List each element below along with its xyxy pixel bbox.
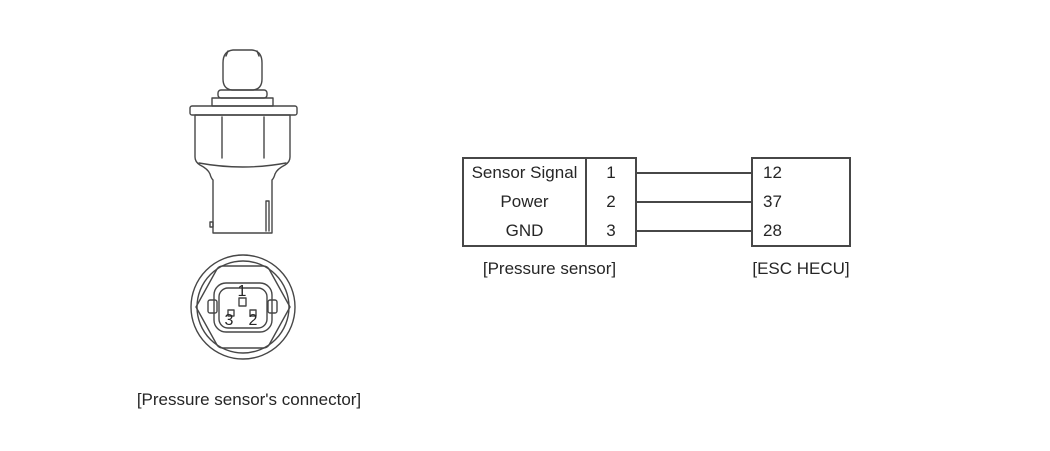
connector-pin-1-label: 1 (237, 283, 247, 300)
signal-label: Power (500, 191, 549, 211)
shoulder-line (198, 162, 287, 168)
wire-power (637, 201, 751, 203)
wire-gnd (637, 230, 751, 232)
sensor-body (194, 114, 291, 234)
connector-pin-3-label: 3 (224, 312, 234, 329)
sensor-collar (217, 89, 268, 99)
housing-slot (265, 200, 270, 232)
connector-face-view (190, 254, 296, 360)
pressure-sensor-side-view (189, 49, 298, 234)
sensor-step (211, 97, 274, 107)
pin-number: 1 (585, 159, 635, 188)
sensor-nipple (222, 49, 263, 91)
pin-2-terminal (249, 309, 257, 317)
hecu-pin-number: 28 (763, 220, 782, 240)
connector-inner-ring (196, 260, 290, 354)
signal-label: GND (505, 220, 544, 240)
connector-latch-right (267, 299, 278, 314)
esc-hecu-box: 12 37 28 (751, 157, 851, 247)
pin-number: 3 (585, 216, 635, 245)
connector-hex-outline (195, 265, 291, 349)
hecu-pin-number: 37 (763, 192, 782, 211)
connector-latch-left (207, 299, 218, 314)
pressure-sensor-caption: [Pressure sensor] (482, 259, 617, 278)
connector-pin-2-label: 2 (248, 312, 258, 329)
pin-number: 2 (585, 187, 635, 217)
esc-hecu-caption: [ESC HECU] (752, 259, 850, 278)
connector-caption: [Pressure sensor's connector] (136, 390, 362, 409)
sensor-flange (189, 105, 298, 116)
connector-housing-inner (218, 287, 268, 329)
pin-1-terminal (238, 297, 247, 307)
wire-sensor-signal (637, 172, 751, 174)
hecu-pin-number: 12 (763, 163, 782, 183)
housing-tab (209, 221, 214, 228)
connector-outer-ring (190, 254, 296, 360)
connector-housing-outer (213, 282, 273, 333)
pressure-sensor-pin-table: Sensor Signal 1 Power 2 GND 3 (462, 157, 637, 247)
pin-3-terminal (227, 309, 235, 317)
hex-facet-lines (221, 116, 265, 159)
signal-label: Sensor Signal (471, 163, 578, 183)
